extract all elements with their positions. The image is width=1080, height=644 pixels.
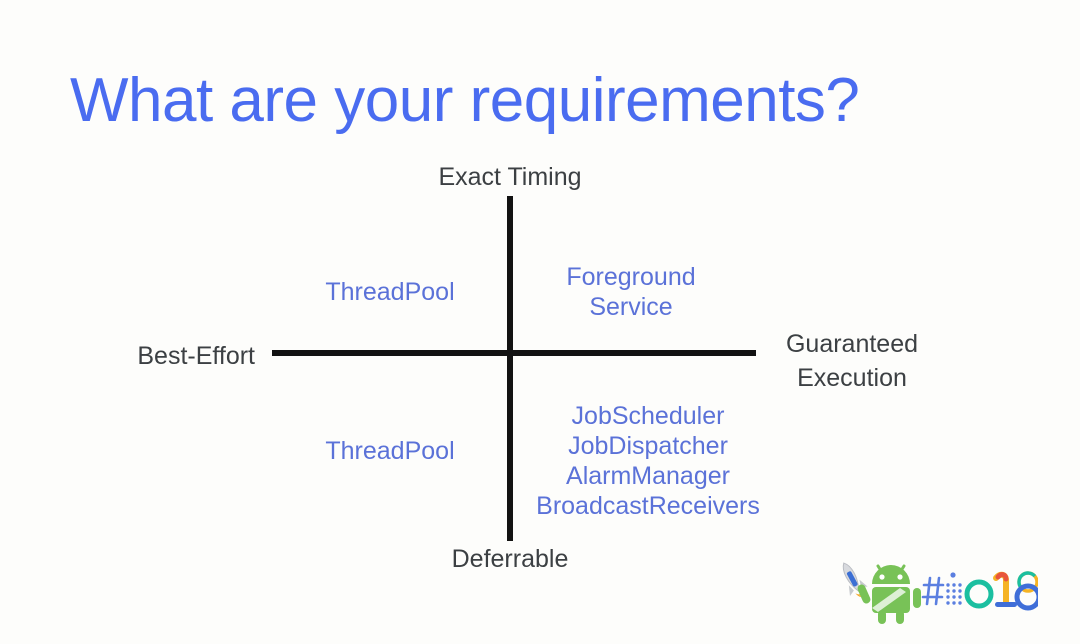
quadrant-item: ThreadPool	[325, 278, 455, 306]
quadrant-item: JobScheduler	[571, 402, 725, 430]
letter-o	[964, 579, 994, 609]
axis-label-best-effort: Best-Effort	[137, 342, 255, 370]
axis-label-top-text: Exact Timing	[438, 163, 582, 191]
quadrant-item: AlarmManager	[566, 462, 730, 490]
quadrant-item: Foreground	[566, 263, 696, 291]
google-io-logo	[838, 552, 1038, 624]
quadrant-top-left: ThreadPool	[300, 277, 480, 307]
android-mascot-icon	[857, 564, 921, 624]
quadrant-item: ThreadPool	[325, 437, 455, 465]
quadrant-item: JobDispatcher	[568, 432, 728, 460]
quadrant-item: BroadcastReceivers	[536, 492, 760, 520]
quadrant-bottom-right: JobScheduler JobDispatcher AlarmManager …	[508, 401, 788, 521]
axis-label-deferrable: Deferrable	[451, 545, 569, 573]
axis-label-right-line1: Guaranteed	[785, 330, 919, 358]
vertical-axis-line	[507, 196, 513, 541]
axis-label-exact-timing: Exact Timing	[0, 161, 1020, 193]
letter-i-dots	[946, 572, 962, 605]
rocket-icon	[842, 562, 868, 597]
axis-label-right-line2: Execution	[797, 364, 907, 392]
axis-label-guaranteed-execution: Guaranteed Execution	[762, 327, 942, 395]
horizontal-axis-line	[272, 350, 756, 356]
numeral-eight	[1014, 571, 1038, 611]
quadrant-top-right: Foreground Service	[541, 262, 721, 322]
quadrant-bottom-left: ThreadPool	[300, 436, 480, 466]
hashtag-io18-wordmark	[921, 571, 1038, 611]
quadrant-item: Service	[589, 293, 673, 321]
numeral-one	[993, 571, 1017, 607]
hash-icon	[921, 576, 945, 606]
page-title: What are your requirements?	[70, 66, 860, 135]
